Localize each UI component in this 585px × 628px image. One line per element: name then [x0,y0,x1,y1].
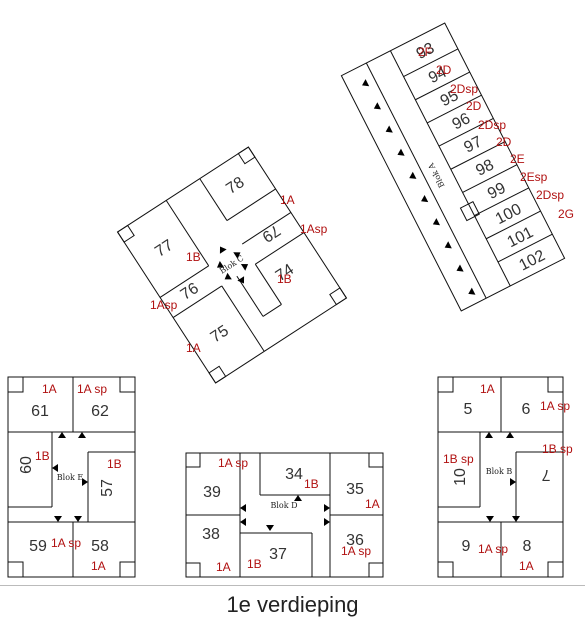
unit-36: 36 [346,532,364,549]
unit-62: 62 [91,403,109,420]
unit-8: 8 [523,538,532,555]
unit-8-code: 1A [519,559,534,573]
unit-37: 37 [269,546,287,563]
block-d-label: Blok D [270,501,297,510]
unit-60: 60 [18,456,35,474]
unit-96-code: 2D [466,99,482,113]
unit-95: 95 [438,87,462,110]
caption-divider [0,585,585,586]
unit-97: 97 [461,133,485,156]
unit-5: 5 [464,401,473,418]
unit-98: 98 [473,156,497,179]
block-e-label: Blok E [57,473,84,482]
unit-93-code: 2F [418,45,432,59]
unit-102-code: 2G [558,207,574,221]
unit-79-code: 1Asp [300,222,328,236]
unit-6-code: 1A sp [540,399,570,413]
unit-38: 38 [202,526,220,543]
block-b: Blok B 5 6 10 7 9 8 [437,376,564,578]
unit-34: 34 [285,466,303,483]
unit-99: 99 [485,180,509,203]
unit-100: 100 [493,201,525,228]
unit-62-code: 1A sp [77,382,107,396]
unit-95-code: 2Dsp [450,82,478,96]
unit-60-code: 1B [35,449,50,463]
unit-58: 58 [91,538,109,555]
unit-58-code: 1A [91,559,106,573]
unit-61-code: 1A [42,382,57,396]
unit-10: 10 [452,468,469,486]
unit-36-code: 1A sp [341,544,371,558]
unit-101-code: 2Dsp [536,188,564,202]
unit-78: 78 [223,174,247,198]
unit-96: 96 [450,110,474,133]
unit-98-code: 2D [496,135,512,149]
unit-37-code: 1B [247,557,262,571]
block-a-label: Blok A [426,161,446,189]
block-e: Blok E 61 62 60 57 59 58 [7,376,136,578]
unit-34-code: 1B [304,477,319,491]
unit-59-code: 1A sp [51,536,81,550]
unit-10-code: 1B sp [443,452,474,466]
unit-93: 93 [414,40,438,63]
unit-39-code: 1A sp [218,456,248,470]
unit-59: 59 [29,538,47,555]
unit-5-code: 1A [480,382,495,396]
unit-102: 102 [516,247,548,274]
unit-61: 61 [31,403,49,420]
unit-38-code: 1A [216,560,231,574]
unit-75-code: 1A [186,341,201,355]
block-a: Blok A 93 94 95 96 97 98 99 100 101 102 [340,22,566,312]
unit-57: 57 [99,479,116,497]
unit-7-code: 1B sp [542,442,573,456]
unit-6: 6 [522,401,531,418]
unit-94: 94 [426,64,450,87]
unit-99-code: 2E [510,152,525,166]
block-b-label: Blok B [486,467,513,476]
unit-35-code: 1A [365,497,380,511]
floor-caption: 1e verdieping [226,592,359,617]
unit-94-code: 2D [436,63,452,77]
unit-100-code: 2Esp [520,170,548,184]
unit-77: 77 [152,237,176,261]
unit-9: 9 [462,538,471,555]
unit-97-code: 2Dsp [478,118,506,132]
unit-57-code: 1B [107,457,122,471]
unit-39: 39 [203,484,221,501]
unit-9-code: 1A sp [478,542,508,556]
unit-76-code: 1Asp [150,298,178,312]
unit-101: 101 [505,224,537,251]
unit-7: 7 [541,466,550,483]
unit-78-code: 1A [280,193,295,207]
unit-79: 79 [259,221,283,245]
unit-74-code: 1B [277,272,292,286]
block-d: Blok D 39 34 35 38 37 36 [185,452,384,578]
unit-35: 35 [346,481,364,498]
block-c: Blok C 78 79 77 74 76 75 [116,146,348,384]
unit-75: 75 [208,322,232,346]
unit-77-code: 1B [186,250,201,264]
